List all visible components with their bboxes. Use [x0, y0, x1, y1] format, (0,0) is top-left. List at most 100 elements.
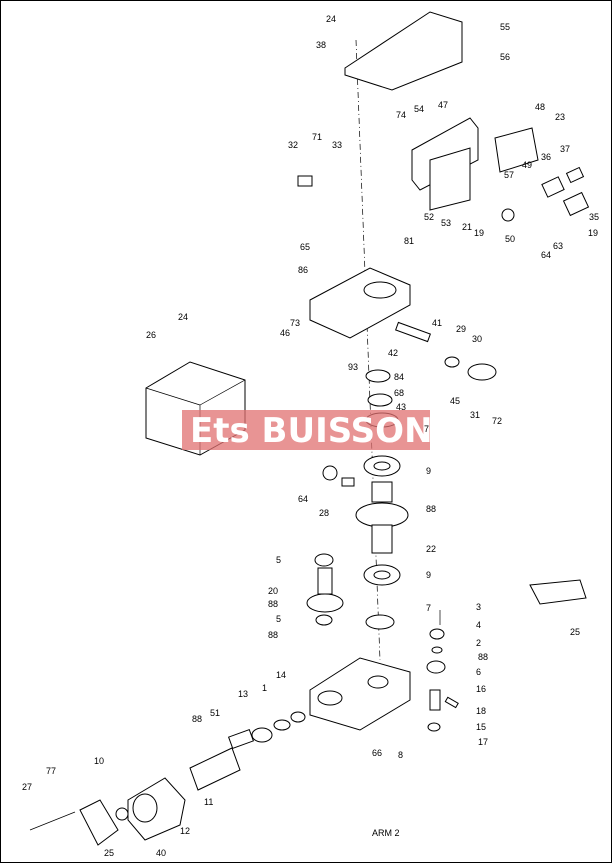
- part-number-label: 14: [276, 670, 286, 680]
- part-number-label: 33: [332, 140, 342, 150]
- part-number-label: 25: [570, 627, 580, 637]
- part-number-label: 49: [522, 160, 532, 170]
- part-number-label: 13: [238, 689, 248, 699]
- gear-shaft-part: [371, 524, 393, 554]
- part-number-label: 18: [476, 706, 486, 716]
- part-number-label: 1: [262, 683, 267, 693]
- washer-part: [501, 208, 515, 222]
- part-number-label: 73: [290, 318, 300, 328]
- diagram-caption: ARM 2: [372, 828, 400, 838]
- pinion-shaft-part: [317, 567, 333, 595]
- gear-88-part: [355, 502, 409, 528]
- part-number-label: 52: [424, 212, 434, 222]
- part-number-label: 53: [441, 218, 451, 228]
- bushing-5-part: [314, 553, 334, 567]
- bracket-part: [411, 117, 479, 191]
- bearing-4-part: [429, 628, 445, 640]
- part-number-label: 7: [426, 603, 431, 613]
- part-number-label: 88: [192, 714, 202, 724]
- part-number-label: 77: [46, 766, 56, 776]
- part-number-label: 19: [474, 228, 484, 238]
- part-number-label: 86: [298, 265, 308, 275]
- part-number-label: 47: [438, 100, 448, 110]
- gear-6-part: [426, 660, 446, 674]
- part-number-label: 25: [104, 848, 114, 858]
- part-number-label: 46: [280, 328, 290, 338]
- ring-43-part: [367, 393, 393, 407]
- ring-2-part: [431, 646, 443, 654]
- pinion-16-part: [429, 689, 441, 711]
- part-number-label: 40: [156, 848, 166, 858]
- part-number-label: 54: [414, 104, 424, 114]
- part-number-label: 26: [146, 330, 156, 340]
- part-number-label: 66: [372, 748, 382, 758]
- part-number-label: 4: [476, 620, 481, 630]
- part-number-label: 32: [288, 140, 298, 150]
- part-number-label: 29: [456, 324, 466, 334]
- part-number-label: 84: [394, 372, 404, 382]
- part-number-label: 64: [541, 250, 551, 260]
- part-number-label: 12: [180, 826, 190, 836]
- gear-shaft-hub-part: [371, 481, 393, 503]
- key-18-part: [444, 696, 459, 709]
- part-number-label: 88: [268, 630, 278, 640]
- screw-27-part: [29, 811, 76, 831]
- part-number-label: 81: [404, 236, 414, 246]
- part-number-label: 35: [589, 212, 599, 222]
- ring-7-lower-part: [365, 614, 395, 630]
- part-number-label: 19: [588, 228, 598, 238]
- nut-part: [322, 465, 338, 481]
- lever-knob-part: [467, 363, 497, 381]
- part-number-label: 6: [476, 667, 481, 677]
- part-number-label: 5: [276, 614, 281, 624]
- part-number-label: 65: [300, 242, 310, 252]
- shaft-part: [395, 321, 431, 343]
- part-number-label: 30: [472, 334, 482, 344]
- part-number-label: 11: [204, 797, 213, 807]
- part-number-label: 51: [210, 708, 220, 718]
- part-number-label: 8: [398, 750, 403, 760]
- knob-large-part: [562, 191, 590, 217]
- part-number-label: 38: [316, 40, 326, 50]
- watermark-box: [182, 410, 430, 450]
- part-number-label: 42: [388, 348, 398, 358]
- part-number-label: 31: [470, 410, 480, 420]
- part-number-label: 63: [553, 241, 563, 251]
- knob-cap-part: [565, 166, 585, 184]
- ring-1-part: [273, 719, 291, 731]
- watermark-text: Ets BUISSON: [190, 411, 433, 451]
- washer-40-part: [115, 807, 129, 821]
- washer-17-part: [427, 722, 441, 732]
- top-cover-part: [344, 11, 463, 91]
- housing-part: [309, 267, 411, 339]
- part-number-label: 57: [504, 170, 514, 180]
- part-number-label: 23: [555, 112, 565, 122]
- part-number-label: 28: [319, 508, 329, 518]
- bearing-13-part: [251, 727, 273, 743]
- switch-housing-part: [429, 147, 471, 211]
- part-number-label: 24: [326, 14, 336, 24]
- rotor-11-part: [189, 747, 241, 791]
- ring-93-part: [365, 369, 391, 383]
- part-number-label: 2: [476, 638, 481, 648]
- part-number-label: 71: [312, 132, 322, 142]
- part-25-right: [529, 579, 587, 605]
- part-number-label: 9: [426, 466, 431, 476]
- part-number-label: 21: [462, 222, 472, 232]
- part-number-label: 24: [178, 312, 188, 322]
- end-plate-25-part: [79, 799, 119, 846]
- part-number-label: 5: [276, 555, 281, 565]
- part-number-label: 55: [500, 22, 510, 32]
- part-number-label: 7: [424, 424, 429, 434]
- part-number-label: 17: [478, 737, 488, 747]
- part-number-label: 93: [348, 362, 358, 372]
- bolt-part: [341, 477, 355, 487]
- part-number-label: 22: [426, 544, 436, 554]
- gearbox-housing-part: [309, 657, 411, 731]
- part-number-label: 41: [432, 318, 442, 328]
- ring-part: [444, 356, 460, 368]
- part-number-label: 64: [298, 494, 308, 504]
